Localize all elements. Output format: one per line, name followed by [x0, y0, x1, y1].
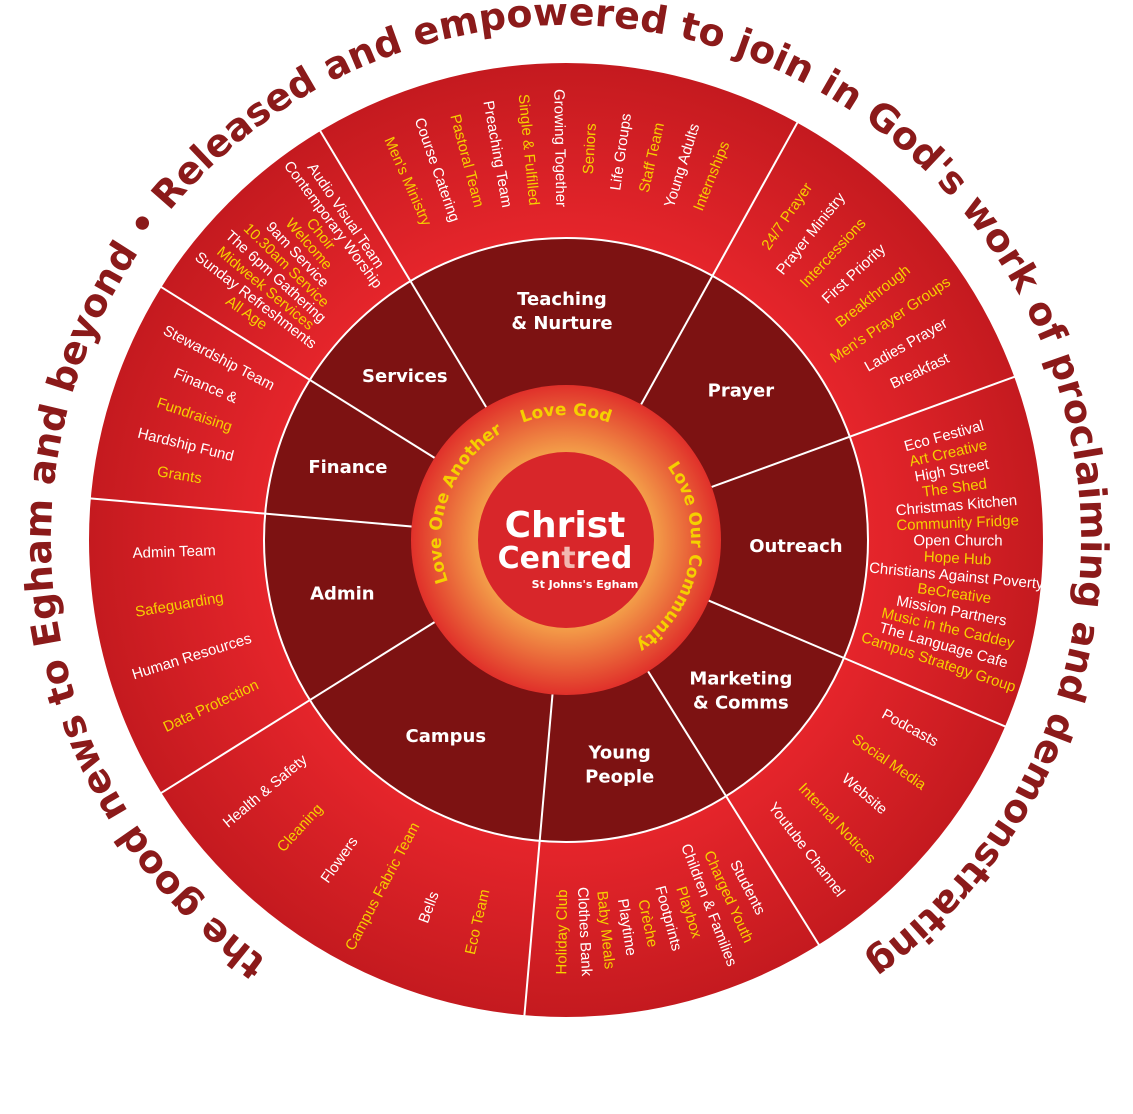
sector-item: Clothes Bank [574, 887, 595, 977]
outer-divider [843, 657, 1007, 728]
outer-divider [523, 840, 541, 1017]
sector-item: Open Church [913, 532, 1002, 549]
outer-divider [160, 699, 311, 795]
inner-divider [647, 670, 727, 797]
sector-label: Services [362, 366, 448, 387]
outer-divider [725, 795, 821, 946]
cross-icon: t [561, 541, 575, 576]
sector-label: Admin [310, 584, 375, 605]
sector-label-line: Services [362, 366, 448, 387]
inner-divider [309, 621, 436, 701]
outer-divider [160, 285, 311, 381]
inner-divider [265, 512, 412, 528]
sector-label-line: Outreach [749, 536, 842, 557]
sector-label: Outreach [749, 536, 842, 557]
sector-labels: Teaching & NurturePrayerOutreachMarketing… [308, 289, 842, 788]
sector-label-line: Finance [308, 457, 387, 478]
sector-label: Marketing & Comms [689, 668, 792, 713]
sector-item: Growing Together [550, 89, 569, 207]
brand-subtitle: St Johns's Egham [532, 578, 639, 591]
outer-divider [849, 375, 1016, 438]
sector-label-line: People [585, 767, 654, 788]
outer-dividers [89, 121, 1016, 1017]
sector-item: Hope Hub [923, 548, 991, 568]
sector-label-line: Admin [310, 584, 375, 605]
outer-divider [711, 121, 799, 277]
inner-divider [640, 275, 714, 405]
inner-divider [708, 599, 845, 659]
sector-item: Seniors [580, 123, 600, 175]
inner-divider [538, 694, 554, 841]
inner-dividers [265, 275, 851, 841]
brand-line-2: Centred [498, 541, 633, 576]
outer-divider [318, 129, 412, 282]
sector-label: Finance [308, 457, 387, 478]
sector-label-line: & Comms [693, 692, 789, 713]
brand-line-2a: Cen [498, 541, 562, 576]
sector-label-line: Prayer [708, 381, 775, 402]
center-disc [478, 452, 654, 628]
sector-item: Admin Team [132, 542, 216, 562]
inner-divider [309, 379, 436, 459]
outer-divider [89, 497, 266, 515]
inner-divider [409, 280, 488, 408]
brand-line-1: Christ [505, 505, 626, 546]
brand-line-2b: red [576, 541, 633, 576]
sector-label-line: Teaching [517, 289, 607, 310]
sector-label-line: Young [588, 743, 651, 764]
sector-label: Prayer [708, 381, 775, 402]
sector-label: Campus [406, 726, 487, 747]
inner-divider [711, 435, 851, 488]
sector-label-line: Marketing [689, 668, 792, 689]
sector-item: Community Fridge [896, 512, 1019, 534]
sector-label-line: & Nurture [511, 313, 612, 334]
sector-label: Teaching & Nurture [511, 289, 612, 334]
sector-label-line: Campus [406, 726, 487, 747]
sector-item: Holiday Club [553, 889, 571, 974]
christ-centred-logo: Christ Centred St Johns's Egham [498, 505, 639, 591]
